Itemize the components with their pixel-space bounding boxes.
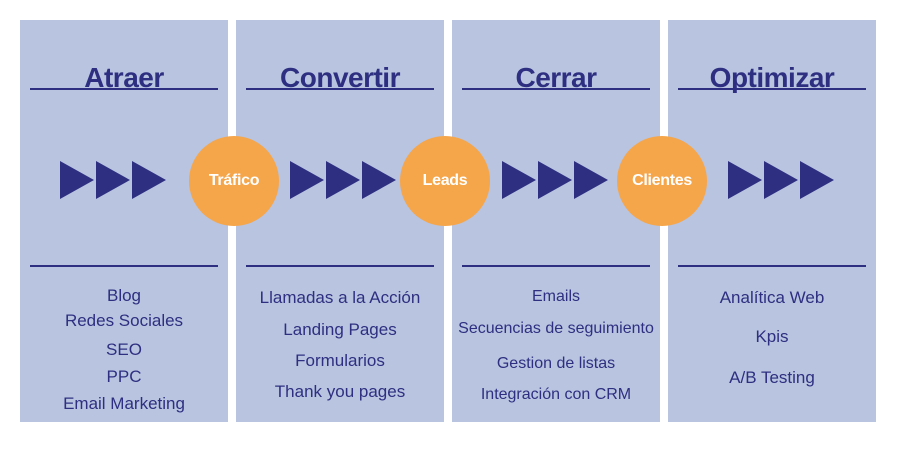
arrow-icon bbox=[362, 161, 396, 199]
list-item: Integración con CRM bbox=[480, 386, 632, 403]
stage-column-convertir: Convertir Llamadas a la Acción Landing P… bbox=[236, 20, 444, 422]
arrow-icon bbox=[96, 161, 130, 199]
stage-title: Optimizar bbox=[709, 62, 835, 93]
list-item: Emails bbox=[531, 288, 580, 305]
list-item: PPC bbox=[106, 367, 142, 386]
connector-trafico: Tráfico bbox=[189, 136, 279, 226]
arrow-icon bbox=[326, 161, 360, 199]
title-divider bbox=[246, 88, 434, 90]
list-item: Kpis bbox=[755, 327, 789, 346]
arrow-icon bbox=[800, 161, 834, 199]
title-divider bbox=[30, 88, 218, 90]
items-divider bbox=[30, 265, 218, 267]
stage-column-optimizar: Optimizar Analítica Web Kpis A/B Testing bbox=[668, 20, 876, 422]
list-item: Email Marketing bbox=[63, 394, 185, 413]
title-divider bbox=[462, 88, 650, 90]
list-item: A/B Testing bbox=[729, 368, 815, 387]
arrow-icon bbox=[502, 161, 536, 199]
list-item: Analítica Web bbox=[719, 288, 825, 307]
stage-title: Convertir bbox=[280, 62, 400, 93]
stage-column-cerrar: Cerrar Emails Secuencias de seguimiento … bbox=[452, 20, 660, 422]
arrow-group bbox=[60, 161, 168, 199]
list-item: Thank you pages bbox=[274, 382, 406, 401]
connector-clientes: Clientes bbox=[617, 136, 707, 226]
title-divider bbox=[678, 88, 866, 90]
list-item: Formularios bbox=[295, 351, 385, 370]
stage-title: Atraer bbox=[84, 62, 164, 93]
items-divider bbox=[246, 265, 434, 267]
arrow-icon bbox=[538, 161, 572, 199]
list-item: Landing Pages bbox=[283, 320, 397, 339]
arrow-group bbox=[502, 161, 610, 199]
stage-column-atraer: Atraer Blog Redes Sociales SEO PPC Email… bbox=[20, 20, 228, 422]
arrow-group bbox=[728, 161, 836, 199]
items-divider bbox=[462, 265, 650, 267]
items-divider bbox=[678, 265, 866, 267]
arrow-icon bbox=[290, 161, 324, 199]
list-item: Llamadas a la Acción bbox=[259, 288, 421, 307]
list-item: SEO bbox=[106, 340, 142, 359]
arrow-group bbox=[290, 161, 398, 199]
list-item: Blog bbox=[106, 286, 142, 305]
arrow-icon bbox=[574, 161, 608, 199]
list-item: Redes Sociales bbox=[64, 311, 184, 330]
arrow-icon bbox=[728, 161, 762, 199]
arrow-icon bbox=[764, 161, 798, 199]
list-item: Gestion de listas bbox=[496, 355, 616, 372]
arrow-icon bbox=[60, 161, 94, 199]
list-item: Secuencias de seguimiento bbox=[458, 320, 654, 337]
connector-leads: Leads bbox=[400, 136, 490, 226]
arrow-icon bbox=[132, 161, 166, 199]
stage-title: Cerrar bbox=[515, 62, 597, 93]
